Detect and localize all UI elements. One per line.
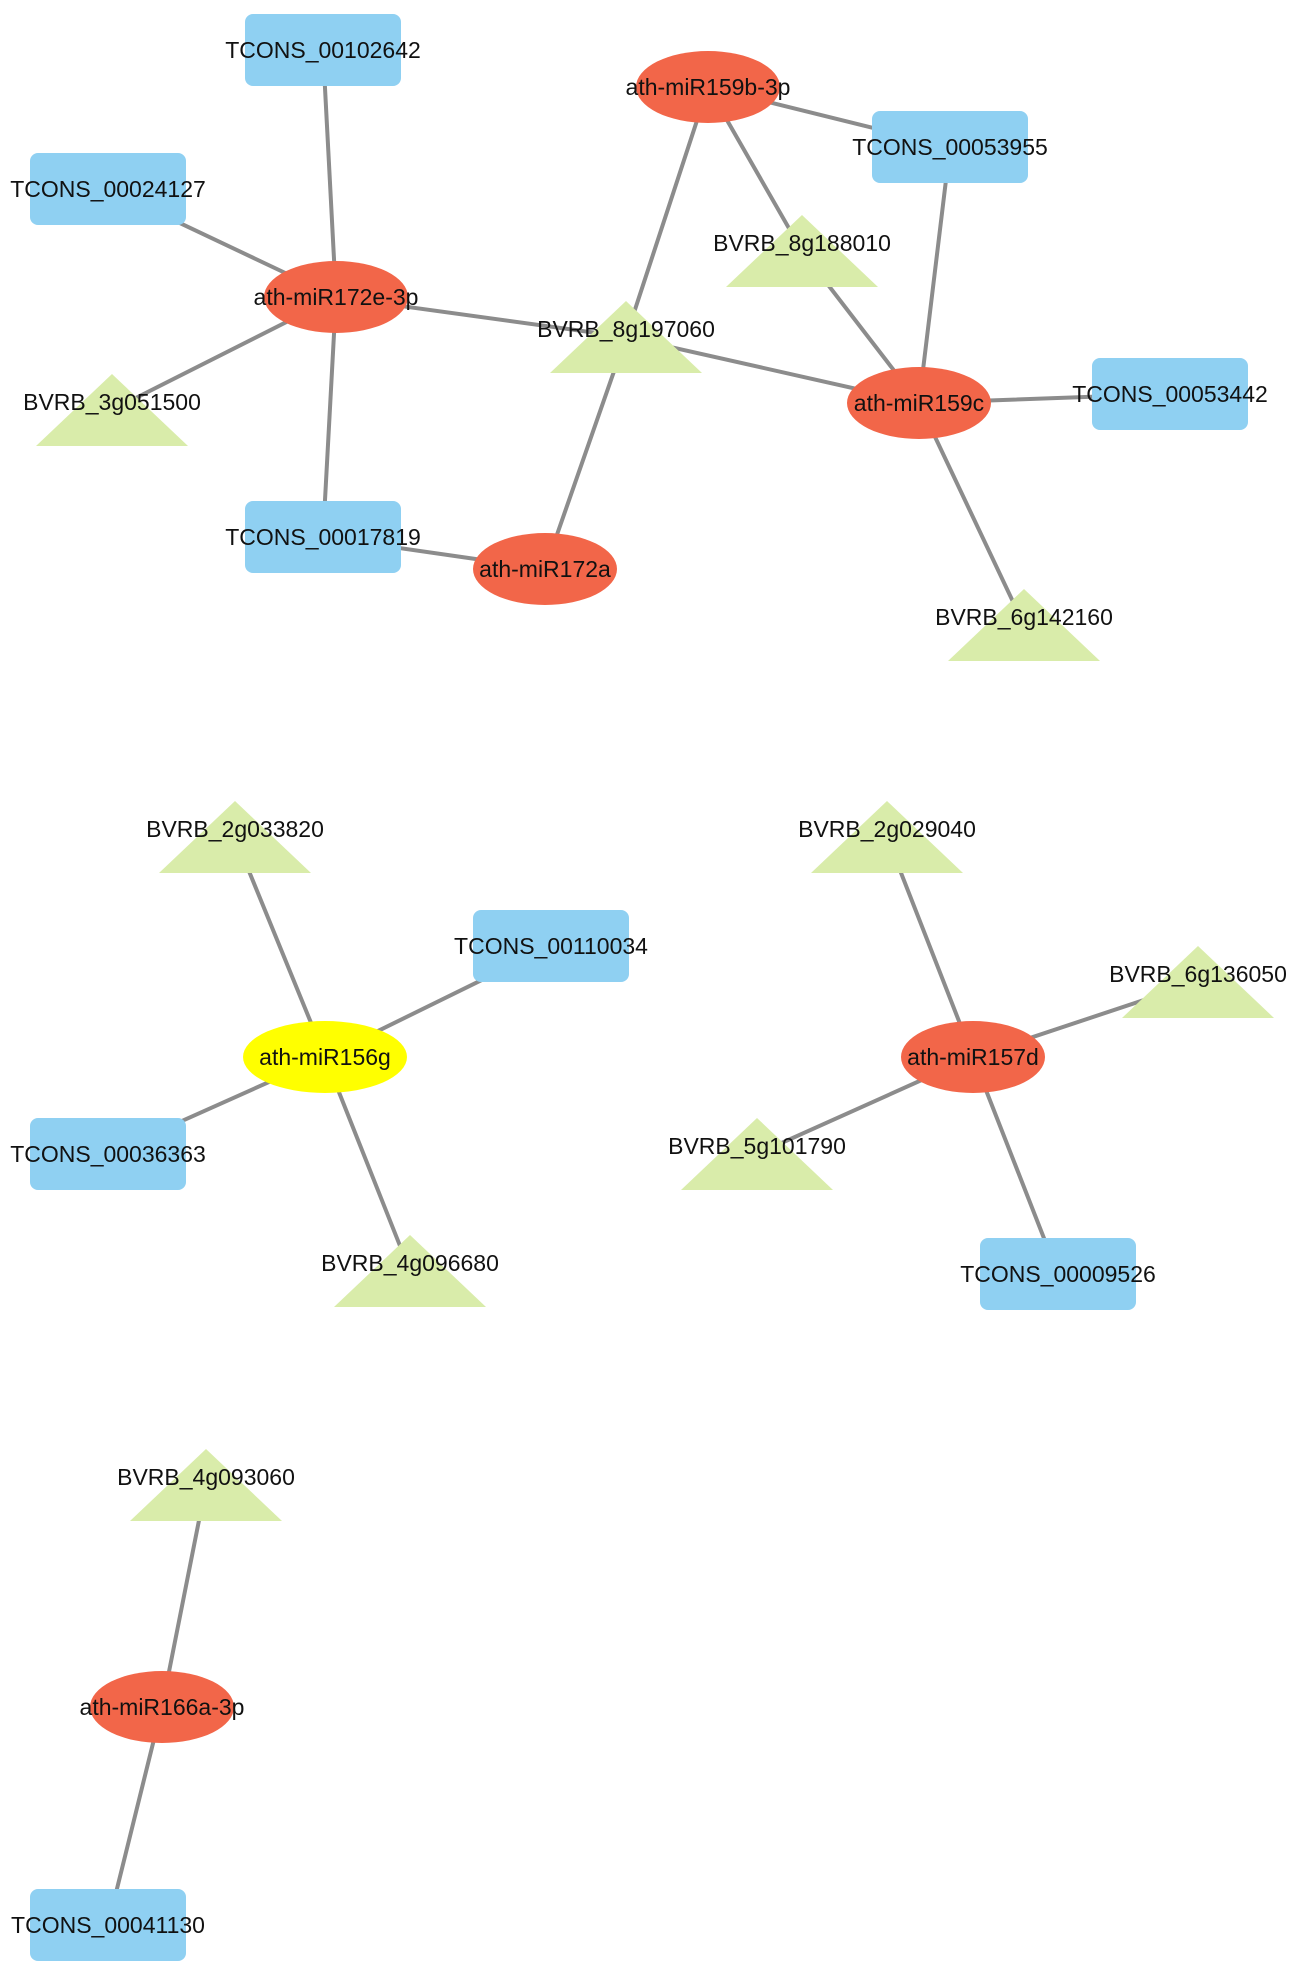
gene-triangle	[130, 1449, 282, 1521]
mirna-ellipse	[90, 1671, 234, 1743]
gene-triangle	[681, 1118, 833, 1190]
edge-n16-n18	[323, 1055, 412, 1273]
node-gene[interactable]: BVRB_4g093060	[117, 1449, 295, 1521]
node-label: BVRB_6g136050	[1109, 961, 1287, 987]
mirna-ellipse	[901, 1021, 1045, 1093]
node-gene[interactable]: BVRB_3g051500	[23, 374, 201, 446]
mirna-ellipse	[473, 533, 617, 605]
lncrna-rect	[872, 111, 1028, 183]
mirna-ellipse	[636, 51, 780, 123]
node-label: ath-miR166a-3p	[80, 1694, 245, 1720]
node-label: ath-miR172a	[479, 556, 611, 582]
node-mirna[interactable]: ath-miR166a-3p	[80, 1671, 245, 1743]
lncrna-rect	[30, 153, 186, 225]
gene-triangle	[811, 801, 963, 873]
node-label: TCONS_00053955	[852, 134, 1048, 160]
mirna-ellipse	[243, 1021, 407, 1093]
node-gene[interactable]: BVRB_2g033820	[146, 801, 324, 873]
lncrna-rect	[30, 1889, 186, 1961]
lncrna-rect	[245, 14, 401, 86]
edge-n3-n5	[321, 295, 338, 539]
edge-n11-n13	[917, 401, 1026, 627]
node-mirna[interactable]: ath-miR159b-3p	[626, 51, 791, 123]
node-label: TCONS_00041130	[11, 1912, 205, 1938]
edge-n24-n25	[160, 1483, 208, 1709]
node-label: TCONS_00017819	[225, 524, 421, 550]
node-gene[interactable]: BVRB_8g197060	[537, 301, 715, 373]
node-gene[interactable]: BVRB_6g142160	[935, 589, 1113, 661]
mirna-ellipse	[264, 261, 408, 333]
node-gene[interactable]: BVRB_4g096680	[321, 1235, 499, 1307]
lncrna-rect	[30, 1118, 186, 1190]
node-mirna[interactable]: ath-miR172a	[473, 533, 617, 605]
node-label: ath-miR157d	[907, 1044, 1039, 1070]
node-label: BVRB_4g093060	[117, 1464, 295, 1490]
node-gene[interactable]: BVRB_8g188010	[713, 215, 891, 287]
node-lncrna[interactable]: TCONS_00041130	[11, 1889, 205, 1961]
node-label: BVRB_2g029040	[798, 816, 976, 842]
node-mirna[interactable]: ath-miR159c	[847, 367, 991, 439]
node-label: TCONS_00036363	[10, 1141, 206, 1167]
node-lncrna[interactable]: TCONS_00110034	[454, 910, 648, 982]
node-lncrna[interactable]: TCONS_00009526	[960, 1238, 1156, 1310]
node-gene[interactable]: BVRB_6g136050	[1109, 946, 1287, 1018]
node-mirna[interactable]: ath-miR157d	[901, 1021, 1045, 1093]
node-label: TCONS_00102642	[225, 37, 421, 63]
edge-n6-n7	[543, 335, 628, 571]
node-label: ath-miR172e-3p	[254, 284, 419, 310]
edge-n19-n21	[885, 835, 975, 1059]
lncrna-rect	[245, 501, 401, 573]
node-label: ath-miR159c	[854, 390, 984, 416]
edge-n7-n8	[624, 85, 710, 339]
gene-triangle	[948, 589, 1100, 661]
edge-n9-n11	[917, 145, 952, 405]
gene-triangle	[36, 374, 188, 446]
node-lncrna[interactable]: TCONS_00053955	[852, 111, 1048, 183]
lncrna-rect	[1092, 358, 1248, 430]
node-label: BVRB_8g188010	[713, 230, 891, 256]
node-lncrna[interactable]: TCONS_00053442	[1072, 358, 1268, 430]
node-label: ath-miR156g	[259, 1044, 391, 1070]
gene-triangle	[550, 301, 702, 373]
node-mirna[interactable]: ath-miR172e-3p	[254, 261, 419, 333]
node-label: BVRB_8g197060	[537, 316, 715, 342]
node-label: ath-miR159b-3p	[626, 74, 791, 100]
node-mirna-highlight[interactable]: ath-miR156g	[243, 1021, 407, 1093]
edge-n14-n16	[233, 835, 327, 1059]
node-lncrna[interactable]: TCONS_00102642	[225, 14, 421, 86]
node-label: BVRB_4g096680	[321, 1250, 499, 1276]
node-label: BVRB_3g051500	[23, 389, 201, 415]
node-label: TCONS_00110034	[454, 933, 648, 959]
edge-n25-n26	[106, 1705, 164, 1927]
node-label: BVRB_6g142160	[935, 604, 1113, 630]
node-label: TCONS_00024127	[10, 176, 206, 202]
node-label: TCONS_00053442	[1072, 381, 1268, 407]
node-lncrna[interactable]: TCONS_00017819	[225, 501, 421, 573]
node-gene[interactable]: BVRB_5g101790	[668, 1118, 846, 1190]
edge-n21-n23	[971, 1055, 1060, 1276]
node-gene[interactable]: BVRB_2g029040	[798, 801, 976, 873]
lncrna-rect	[980, 1238, 1136, 1310]
gene-triangle	[726, 215, 878, 287]
node-lncrna[interactable]: TCONS_00024127	[10, 153, 206, 225]
gene-triangle	[1122, 946, 1274, 1018]
node-lncrna[interactable]: TCONS_00036363	[10, 1118, 206, 1190]
gene-triangle	[159, 801, 311, 873]
node-label: BVRB_2g033820	[146, 816, 324, 842]
lncrna-rect	[473, 910, 629, 982]
mirna-ellipse	[847, 367, 991, 439]
gene-triangle	[334, 1235, 486, 1307]
edge-n1-n3	[321, 48, 338, 299]
node-label: TCONS_00009526	[960, 1261, 1156, 1287]
node-label: BVRB_5g101790	[668, 1133, 846, 1159]
